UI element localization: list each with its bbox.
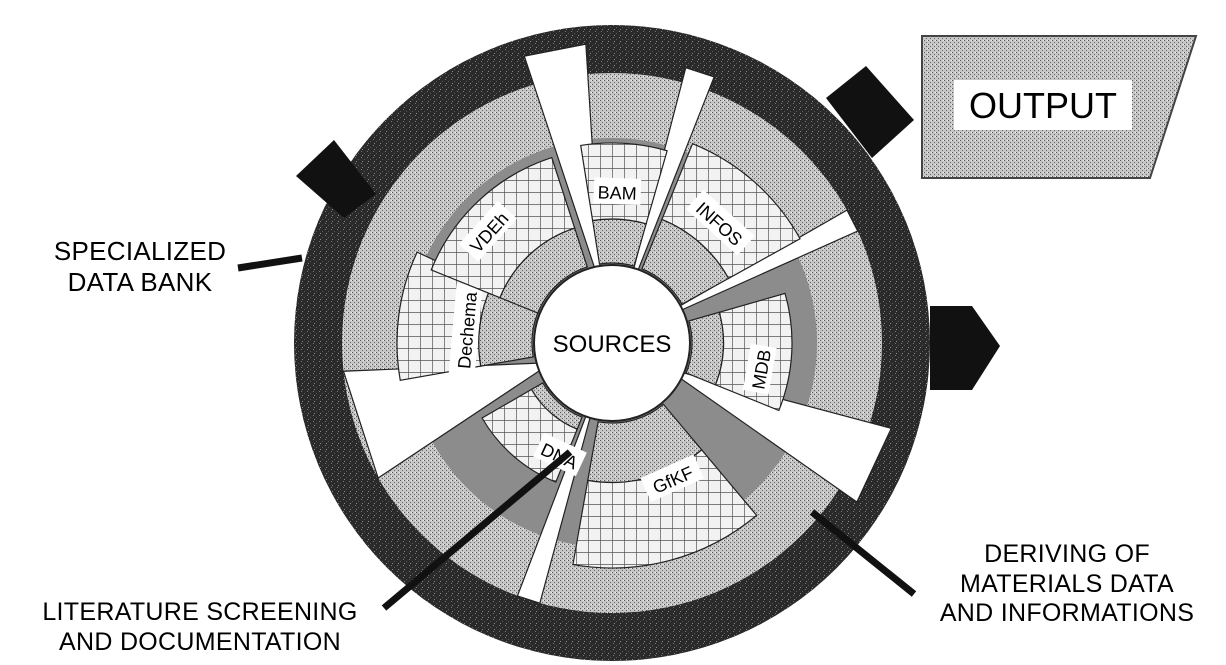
- sources-label: SOURCES: [553, 331, 672, 358]
- callout-line: LITERATURE SCREENING: [4, 598, 396, 628]
- callout-line: DERIVING OF: [908, 540, 1226, 570]
- callout-line: DATA BANK: [6, 267, 274, 298]
- callout-line: AND DOCUMENTATION: [4, 628, 396, 658]
- callout-specialized-data-bank: SPECIALIZED DATA BANK: [6, 236, 274, 297]
- sector-label: BAM: [593, 177, 641, 205]
- sector-label-text: BAM: [597, 182, 637, 203]
- callout-deriving-materials-data: DERIVING OF MATERIALS DATA AND INFORMATI…: [908, 540, 1226, 629]
- output-label: OUTPUT: [969, 85, 1117, 126]
- callout-literature-screening: LITERATURE SCREENING AND DOCUMENTATION: [4, 598, 396, 657]
- output-arrow: [930, 306, 1000, 390]
- callout-line: MATERIALS DATA: [908, 570, 1226, 600]
- callout-line: AND INFORMATIONS: [908, 599, 1226, 629]
- sector-inner: [686, 312, 723, 385]
- callout-line: SPECIALIZED: [6, 236, 274, 267]
